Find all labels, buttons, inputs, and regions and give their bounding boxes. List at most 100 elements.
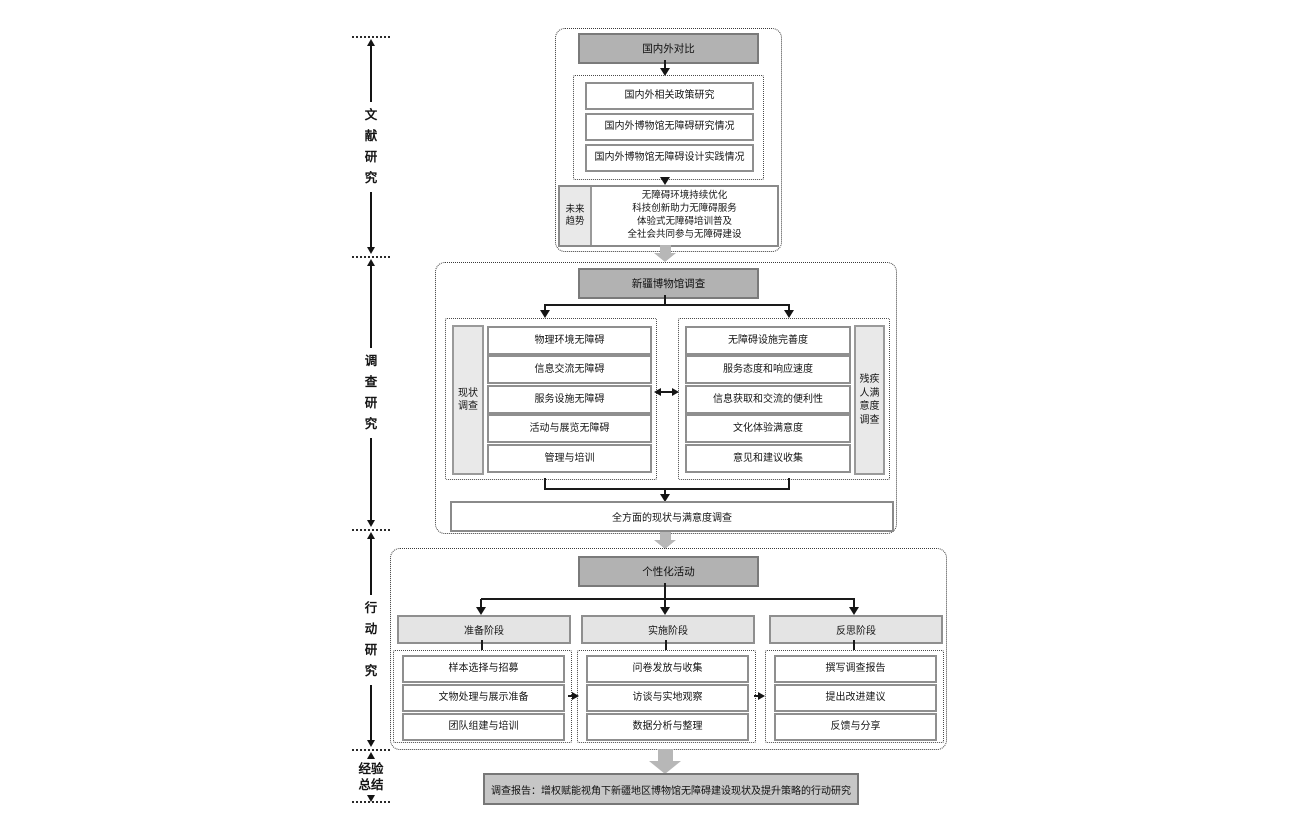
phase-axis-literature: 文献研究 [353,39,389,254]
impl-phase-header: 实施阶段 [581,615,755,644]
impl-item-2-label: 访谈与实地观察 [632,692,703,703]
arrow-up-icon [367,259,375,266]
connector-line [664,583,666,600]
reflect-item-1-label: 撰写调查报告 [825,663,886,674]
arrow-down-icon [660,607,670,615]
section-flow-arrow-head [654,540,676,549]
prep-item-3: 团队组建与培训 [402,713,565,741]
connector-line [544,305,546,311]
reflect-item-1: 撰写调查报告 [774,655,937,683]
reflect-item-3: 反馈与分享 [774,713,937,741]
axis-line [370,46,372,102]
reflect-item-2-label: 提出改进建议 [825,692,886,703]
arrow-down-icon [660,68,670,76]
connector-line [544,488,790,490]
status-item-2-label: 信息交流无障碍 [534,363,605,375]
literature-item-1-label: 国内外相关政策研究 [624,90,715,101]
status-item-1: 物理环境无障碍 [487,326,652,355]
survey-title-box: 新疆博物馆调查 [578,268,759,299]
section-flow-arrow [660,245,671,254]
satisfaction-item-5: 意见和建议收集 [685,444,851,473]
arrow-up-icon [367,39,375,46]
future-trends-lines: 无障碍环境持续优化 科技创新助力无障碍服务 体验式无障碍培训普及 全社会共同参与… [592,187,777,245]
phase-label-summary: 经验总结 [358,762,384,792]
connector-line [853,640,855,650]
rail-separator [352,801,390,803]
connector-line [568,695,574,697]
prep-item-1-label: 样本选择与招募 [448,663,519,674]
literature-item-3-label: 国内外博物馆无障碍设计实践情况 [594,152,745,163]
report-label: 调查报告：增权赋能视角下新疆地区博物馆无障碍建设现状及提升策略的行动研究 [491,785,851,797]
rail-separator [352,529,390,531]
status-item-5: 管理与培训 [487,444,652,473]
arrow-down-icon [660,494,670,502]
satisfaction-item-4: 文化体验满意度 [685,414,851,443]
impl-item-1-label: 问卷发放与收集 [632,663,703,674]
impl-item-1: 问卷发放与收集 [586,655,749,683]
axis-line [370,438,372,520]
connector-line [664,490,666,495]
impl-item-2: 访谈与实地观察 [586,684,749,712]
prep-item-2-label: 文物处理与展示准备 [438,692,529,703]
connector-line [788,305,790,311]
overall-survey-label: 全方面的现状与满意度调查 [612,513,732,524]
rail-separator [352,36,390,38]
future-line-3: 体验式无障碍培训普及 [636,216,732,227]
status-survey-frame [445,318,657,480]
phase-label-literature: 文献研究 [364,107,378,185]
arrow-up-icon [367,752,375,759]
arrow-down-icon [476,607,486,615]
connector-line [853,599,855,608]
satisfaction-item-5-label: 意见和建议收集 [733,452,803,464]
arrow-down-icon [367,247,375,254]
satisfaction-label-cell: 残疾人满意度调查 [854,325,885,475]
connector-line [480,599,482,608]
overall-survey-box: 全方面的现状与满意度调查 [450,501,894,532]
arrow-down-icon [784,310,794,318]
phase-axis-summary: 经验总结 [353,752,389,802]
arrow-down-icon [660,177,670,185]
status-item-3-label: 服务设施无障碍 [534,393,605,405]
literature-item-1: 国内外相关政策研究 [585,82,754,110]
action-title-box: 个性化活动 [578,556,759,587]
axis-line [370,266,372,348]
impl-phase-label: 实施阶段 [648,626,688,637]
connector-line [665,640,667,650]
arrow-right-icon [572,692,579,700]
section-flow-arrow-head [654,253,676,262]
arrow-right-icon [758,692,765,700]
future-line-4: 全社会共同参与无障碍建设 [627,228,742,240]
survey-title: 新疆博物馆调查 [631,278,706,290]
arrow-up-icon [367,532,375,539]
future-trends-label: 未来趋势 [565,204,585,227]
phase-label-action: 行动研究 [364,600,378,678]
rail-separator [352,749,390,751]
reflect-phase-label: 反思阶段 [836,626,876,637]
axis-line [370,684,372,740]
connector-line [788,478,790,490]
status-survey-label-cell: 现状调查 [452,325,484,475]
connector-line [664,295,666,306]
arrow-down-icon [540,310,550,318]
phase-axis-survey: 调查研究 [353,259,389,527]
axis-line [370,539,372,595]
phase-axis-action: 行动研究 [353,532,389,747]
rail-separator [352,256,390,258]
future-trends-box: 未来趋势 无障碍环境持续优化 科技创新助力无障碍服务 体验式无障碍培训普及 全社… [558,185,779,247]
satisfaction-item-1: 无障碍设施完善度 [685,326,851,355]
reflect-item-3-label: 反馈与分享 [830,721,881,732]
status-item-3: 服务设施无障碍 [487,385,652,414]
satisfaction-item-4-label: 文化体验满意度 [733,422,803,434]
literature-title: 国内外对比 [642,43,695,55]
literature-item-2-label: 国内外博物馆无障碍研究情况 [604,121,735,132]
satisfaction-item-3: 信息获取和交流的便利性 [685,385,851,414]
satisfaction-item-2: 服务态度和响应速度 [685,355,851,384]
impl-item-3-label: 数据分析与整理 [632,721,703,732]
status-survey-label: 现状调查 [458,387,478,413]
satisfaction-item-3-label: 信息获取和交流的便利性 [713,393,823,405]
axis-line [370,191,372,247]
section-flow-arrow [658,749,673,762]
arrow-left-icon [654,388,661,396]
literature-item-3: 国内外博物馆无障碍设计实践情况 [585,144,754,172]
